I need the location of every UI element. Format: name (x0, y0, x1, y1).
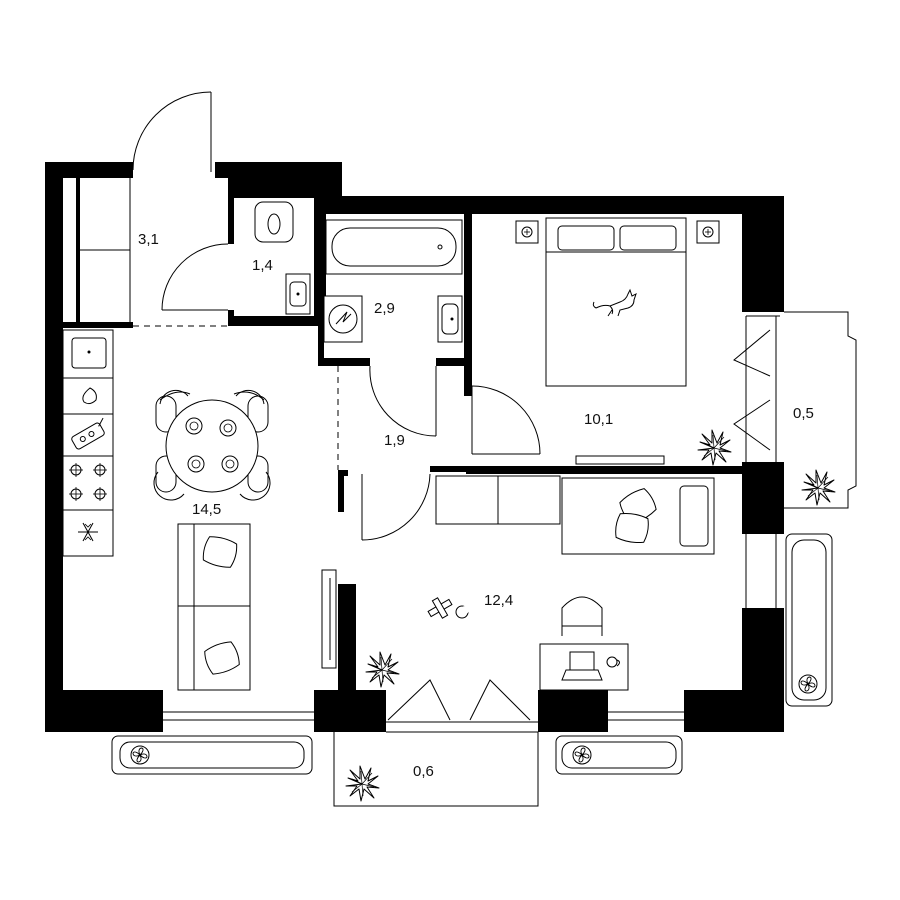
plant-icon (365, 651, 400, 688)
label-balcony-right: 0,5 (793, 405, 814, 422)
plant-icon (697, 429, 732, 466)
fan-icon (798, 674, 818, 694)
plate-icon (221, 455, 239, 473)
toilet-fixtures (254, 201, 311, 315)
label-entrance: 3,1 (138, 231, 159, 248)
board-icon (71, 417, 105, 450)
label-bathroom: 2,9 (374, 300, 395, 317)
cat-icon (592, 288, 637, 317)
room2-furniture (365, 475, 777, 733)
label-kitchen-living: 14,5 (192, 501, 221, 518)
label-hall: 1,9 (384, 432, 405, 449)
plate-icon (219, 419, 237, 437)
bathroom-fixtures (323, 219, 463, 437)
label-toilet: 1,4 (252, 257, 273, 274)
fan-icon (130, 745, 150, 765)
label-bedroom: 10,1 (584, 411, 613, 428)
fan-icon (572, 745, 592, 765)
balcony-bottom (333, 732, 539, 807)
plant-icon (801, 469, 836, 506)
plant-icon (345, 765, 380, 802)
bedroom-furniture (515, 217, 780, 466)
walls (45, 162, 784, 732)
lamp-icon (696, 220, 720, 244)
label-balcony-bottom: 0,6 (413, 763, 434, 780)
moon-icon (455, 605, 469, 619)
room-labels: 3,1 1,4 2,9 1,9 10,1 14,5 12,4 0,5 0,6 (138, 231, 814, 780)
entrance-area (80, 91, 339, 470)
kitchen-furniture (62, 329, 337, 691)
hall-doors (361, 385, 541, 541)
drop-icon (82, 387, 97, 405)
laptop-icon (561, 651, 603, 681)
label-room2: 12,4 (484, 592, 513, 609)
plate-icon (187, 455, 205, 473)
cup-icon (606, 656, 620, 668)
lamp-icon (515, 220, 539, 244)
balcony-right (784, 311, 857, 509)
windows (163, 711, 684, 721)
snowflake-icon (78, 522, 98, 542)
toy-icon (427, 597, 453, 619)
plate-icon (185, 417, 203, 435)
radiators (111, 533, 833, 775)
